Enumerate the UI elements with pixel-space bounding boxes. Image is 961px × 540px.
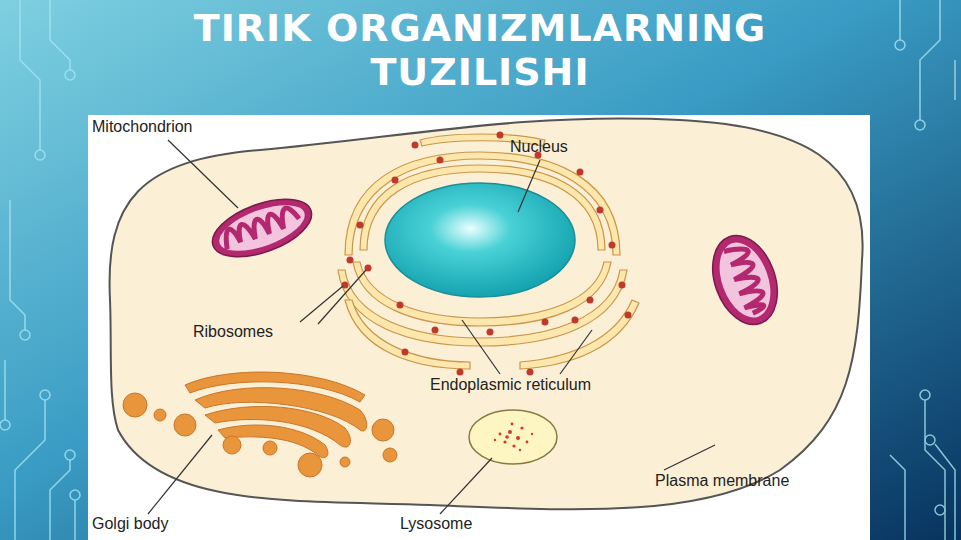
- mitochondrion: [205, 188, 319, 269]
- image-panel: [88, 115, 870, 540]
- part-label: Mitochondrion: [92, 118, 193, 136]
- nucleus: [385, 183, 575, 297]
- part-label: Golgi body: [92, 515, 169, 533]
- part-label: Nucleus: [510, 138, 568, 156]
- plasma-membrane: [110, 118, 863, 509]
- golgi-body: [123, 372, 397, 477]
- part-label: Plasma membrane: [655, 472, 789, 490]
- lysosome: [469, 410, 557, 464]
- mitochondrion: [701, 227, 789, 334]
- part-label: Lysosome: [400, 515, 472, 533]
- leader-lines: [148, 140, 715, 514]
- ribosomes: [342, 132, 632, 376]
- part-label: Ribosomes: [193, 323, 273, 341]
- slide-title: TIRIK ORGANIZMLARNING TUZILISHI: [100, 6, 860, 94]
- part-label: Endoplasmic reticulum: [430, 376, 591, 394]
- endoplasmic-reticulum: [338, 134, 639, 369]
